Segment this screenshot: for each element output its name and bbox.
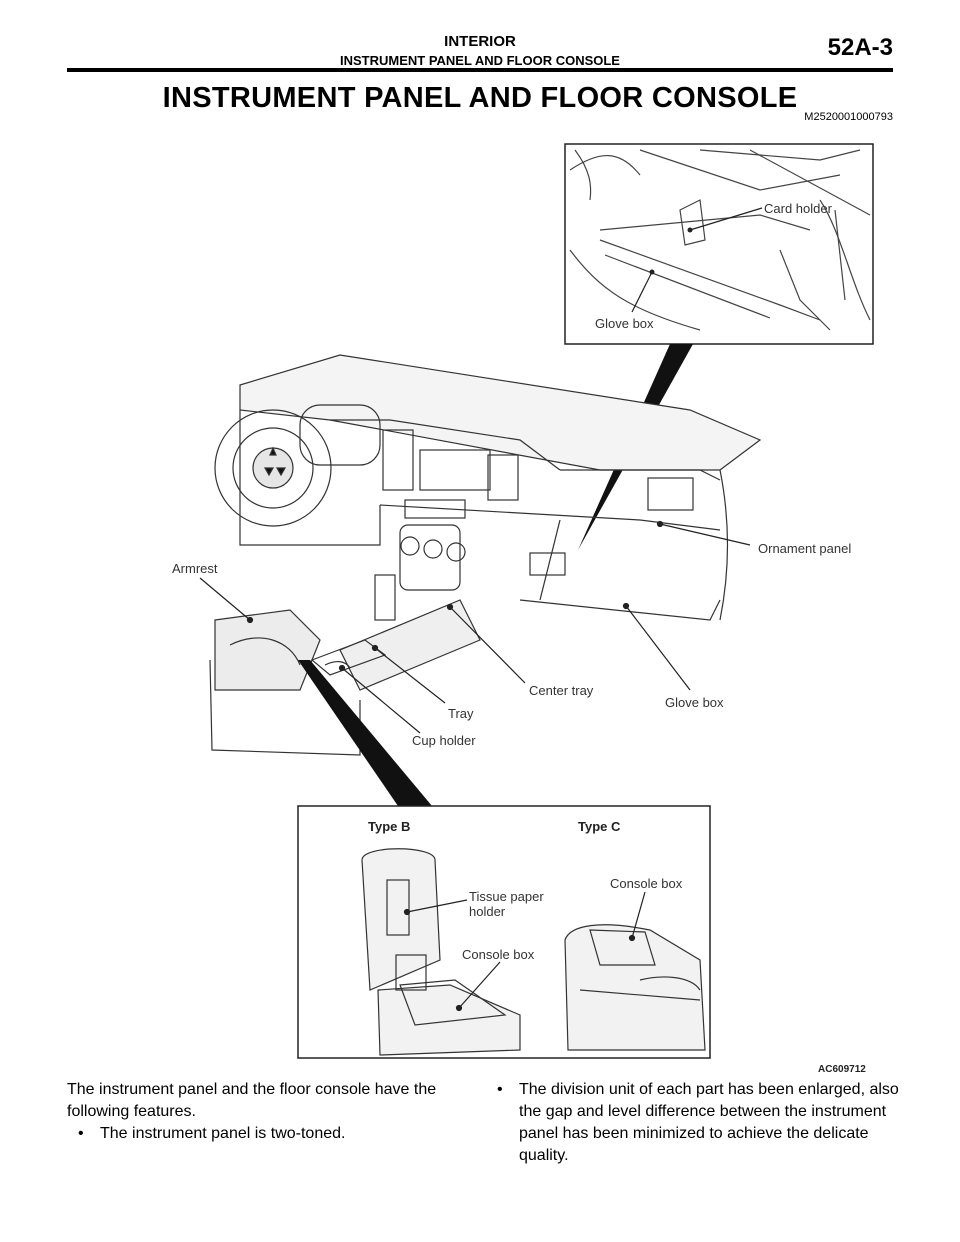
- callout-wedge-bottom: [298, 660, 432, 806]
- bullet-mark: •: [78, 1125, 84, 1142]
- leader-lines: [199, 520, 751, 734]
- document-id: M2520001000793: [804, 111, 893, 123]
- label-console-box-c: Console box: [610, 876, 683, 891]
- page-title: INSTRUMENT PANEL AND FLOOR CONSOLE: [162, 82, 798, 114]
- label-tissue-holder-1: Tissue paper: [469, 889, 544, 904]
- label-center-tray: Center tray: [529, 683, 594, 698]
- label-cup-holder: Cup holder: [412, 733, 476, 748]
- label-glove-box-inset: Glove box: [595, 316, 654, 331]
- bullet-mark: •: [497, 1081, 503, 1098]
- label-console-box-b: Console box: [462, 947, 535, 962]
- inset-console-types: Type B Type C Tissue paper holder Consol…: [297, 805, 711, 1059]
- label-tray: Tray: [448, 706, 474, 721]
- label-card-holder: Card holder: [764, 201, 833, 216]
- intro-paragraph: The instrument panel and the floor conso…: [67, 1081, 437, 1120]
- label-type-c: Type C: [578, 819, 621, 834]
- label-glove-box: Glove box: [665, 695, 724, 710]
- bullet-text: The instrument panel is two-toned.: [100, 1125, 346, 1142]
- label-type-b: Type B: [368, 819, 410, 834]
- header-subsection: INSTRUMENT PANEL AND FLOOR CONSOLE: [340, 53, 620, 68]
- figure-code: AC609712: [818, 1064, 866, 1075]
- bullet-text: The division unit of each part has been …: [519, 1081, 899, 1164]
- label-ornament-panel: Ornament panel: [758, 541, 851, 556]
- page-number: 52A-3: [827, 34, 893, 61]
- header-section: INTERIOR: [444, 33, 516, 50]
- instrument-panel-drawing: [209, 354, 762, 756]
- header-rule: [67, 68, 893, 72]
- inset-glove-box: Card holder Glove box: [564, 143, 874, 345]
- label-armrest: Armrest: [172, 561, 218, 576]
- label-tissue-holder-2: holder: [469, 904, 506, 919]
